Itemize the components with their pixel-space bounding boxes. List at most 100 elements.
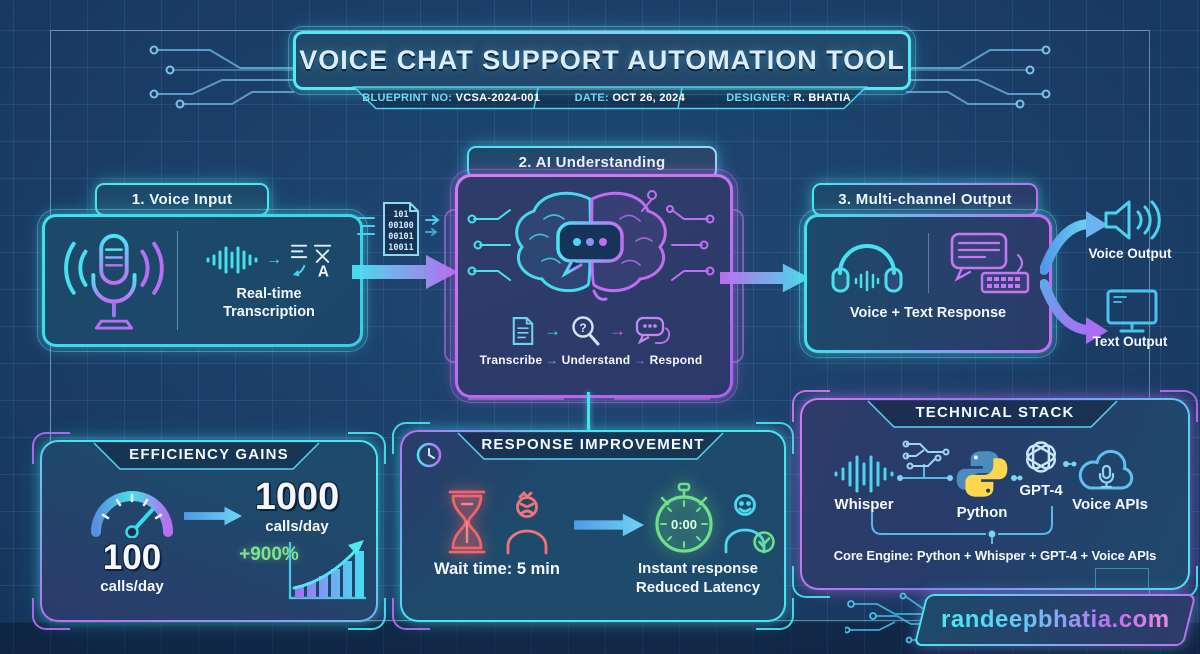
stopwatch-icon: 0:00 xyxy=(655,482,713,553)
whisper-label: Whisper xyxy=(834,496,894,513)
pipeline-icons: → ? → xyxy=(458,315,724,347)
voice-output-label: Voice Output xyxy=(1088,246,1172,261)
panel-header-shape xyxy=(867,400,1118,428)
after-unit: calls/day xyxy=(265,518,329,535)
step1-tab: 1. Voice Input xyxy=(95,183,269,216)
step1-caption-line2: Transcription xyxy=(223,303,315,320)
page-title: VOICE CHAT SUPPORT AUTOMATION TOOL xyxy=(299,45,905,75)
svg-text:A: A xyxy=(318,263,329,280)
stack-title: TECHNICAL STACK xyxy=(915,404,1075,421)
arrow-glyph: → xyxy=(544,321,561,340)
corner-bracket xyxy=(348,598,386,630)
stack-wires xyxy=(871,461,1077,544)
svg-text:?: ? xyxy=(579,321,586,335)
binary-document-icon xyxy=(383,202,419,256)
instant-response-label: Instant response Reduced Latency xyxy=(614,560,782,598)
pipeline-step: Respond xyxy=(649,353,703,367)
transcription-zone: → A Real-time Transcription xyxy=(178,217,360,344)
corner-bracket xyxy=(348,432,386,464)
after-value: 1000 xyxy=(254,476,340,518)
binary-line: 00101 xyxy=(388,232,414,242)
voice-apis-label: Voice APIs xyxy=(1072,496,1148,513)
speaker-icon xyxy=(1104,200,1161,240)
chat-bubbles-icon xyxy=(635,316,671,345)
waveform-icon xyxy=(206,246,258,274)
step3-box: Voice + Text Response xyxy=(799,209,1057,358)
monitor-icon xyxy=(1106,289,1158,333)
pipeline-caption: Transcribe → Understand → Respond xyxy=(458,353,724,367)
growth-chart-icon xyxy=(288,540,366,600)
mic-zone xyxy=(45,217,177,344)
meta-label: DESIGNER: xyxy=(726,91,791,104)
circuit-node-icon xyxy=(902,440,950,470)
meta-value: VCSA-2024-001 xyxy=(455,91,541,104)
improvement-arrow xyxy=(574,513,644,537)
hourglass-icon xyxy=(448,490,486,554)
corner-bracket xyxy=(792,566,830,598)
connector-line xyxy=(587,392,590,432)
arrow-glyph: → xyxy=(633,353,647,367)
meta-value: OCT 26, 2024 xyxy=(612,91,686,104)
text-output-label: Text Output xyxy=(1092,334,1168,349)
clock-icon xyxy=(416,442,442,468)
output-split-arrows xyxy=(1040,211,1108,344)
corner-bracket xyxy=(1160,390,1198,422)
binary-line: 10011 xyxy=(388,243,414,253)
openai-logo-icon xyxy=(1026,441,1056,473)
before-value: 100 xyxy=(102,538,162,577)
efficiency-panel: EFFICIENCY GAINS 100 calls/day 1000 call… xyxy=(32,432,386,630)
microphone-icon xyxy=(64,233,164,330)
text-zone xyxy=(929,217,1050,309)
document-icon xyxy=(512,317,534,345)
response-panel: RESPONSE IMPROVEMENT Wait time: 5 min xyxy=(392,422,794,630)
timer-value: 0:00 xyxy=(671,517,697,532)
step2-box: → ? → Transcribe → Understand → Respond xyxy=(444,169,744,403)
corner-bracket xyxy=(392,598,430,630)
corner-bracket xyxy=(756,422,794,454)
meta-blueprint-no: BLUEPRINT NO: VCSA-2024-001 xyxy=(352,92,550,104)
whisper-waveform-icon xyxy=(834,455,894,493)
meta-bar-shape xyxy=(352,86,868,110)
step3-caption: Voice + Text Response xyxy=(849,305,1007,321)
before-unit: calls/day xyxy=(100,578,164,595)
stack-panel: TECHNICAL STACK W xyxy=(792,390,1198,598)
chat-keyboard-icon xyxy=(950,232,1029,294)
binary-line: 00100 xyxy=(388,221,414,231)
meta-label: BLUEPRINT NO: xyxy=(362,91,453,104)
corner-bracket xyxy=(792,390,830,422)
flow-arrow-2 xyxy=(720,263,810,293)
meta-date: DATE: OCT 26, 2024 xyxy=(550,92,709,104)
cloud-mic-icon xyxy=(1078,449,1134,490)
improvement-arrow xyxy=(184,506,242,526)
divider xyxy=(927,233,929,293)
pipeline-step: Understand xyxy=(561,353,631,367)
voice-zone xyxy=(807,217,928,309)
circuit-trace-right xyxy=(906,45,1051,109)
core-engine-label: Core Engine: Python + Whisper + GPT-4 + … xyxy=(833,548,1157,563)
response-title: RESPONSE IMPROVEMENT xyxy=(481,436,705,453)
panel-header-shape xyxy=(93,442,320,470)
footer-site-text: randeepbhatia.com xyxy=(940,606,1170,633)
corner-bracket xyxy=(32,432,70,464)
binary-doc: 101 00100 00101 10011 xyxy=(352,200,446,258)
wait-time-label: Wait time: 5 min xyxy=(434,560,560,578)
python-label: Python xyxy=(956,504,1008,521)
step1-caption-line1: Real-time xyxy=(236,286,302,303)
title-banner: VOICE CHAT SUPPORT AUTOMATION TOOL xyxy=(288,26,916,95)
meta-bar: BLUEPRINT NO: VCSA-2024-001 DATE: OCT 26… xyxy=(352,86,868,110)
meta-value: R. BHATIA xyxy=(793,91,851,104)
flow-arrow-1 xyxy=(352,255,458,289)
meta-label: DATE: xyxy=(574,91,609,104)
headphones-icon xyxy=(831,244,903,293)
arrow-glyph: → xyxy=(609,321,626,340)
corner-bracket xyxy=(756,598,794,630)
arrow-glyph: → xyxy=(266,251,282,269)
pipeline-step: Transcribe xyxy=(479,353,543,367)
step1-tab-label: 1. Voice Input xyxy=(131,191,233,208)
step1-box: → A Real-time Transcription xyxy=(37,209,368,352)
step2-tab: 2. AI Understanding xyxy=(467,146,717,179)
step2-tab-label: 2. AI Understanding xyxy=(518,154,666,171)
happy-person-icon xyxy=(724,494,775,554)
angry-person-icon xyxy=(506,490,548,555)
